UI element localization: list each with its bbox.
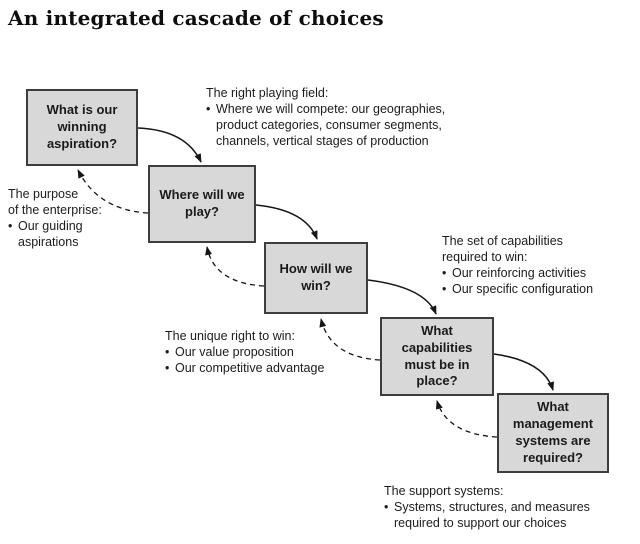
annotation-right-to-win-heading: The unique right to win: [165, 329, 295, 343]
annotation-right-to-win: The unique right to win: • Our value pro… [165, 328, 380, 376]
box-how-to-win: How will we win? [264, 242, 368, 314]
bullet-text: Where we will compete: our geographies, … [216, 102, 446, 148]
feedback-arrow-capabilities-to-how-icon [319, 318, 381, 361]
box-where-to-play: Where will we play? [148, 165, 256, 243]
bullet-item: • Our value proposition [165, 344, 380, 360]
box-where-to-play-label: Where will we play? [159, 187, 245, 219]
feedback-arrow-how-to-where-icon [205, 246, 265, 287]
annotation-support-systems-heading: The support systems: [384, 484, 504, 498]
box-capabilities: What capabilities must be in place? [380, 317, 494, 396]
annotation-playing-field-heading: The right playing field: [206, 86, 329, 100]
annotation-capabilities-set: The set of capabilities required to win:… [442, 233, 637, 297]
arrow-capabilities-to-systems-icon [493, 353, 554, 391]
bullet-icon: • [442, 282, 447, 296]
bullet-text: Our reinforcing activities [452, 266, 587, 280]
annotation-purpose: The purpose of the enterprise: • Our gui… [8, 186, 158, 250]
bullet-icon: • [165, 345, 170, 359]
box-winning-aspiration-label: What is our winning aspiration? [46, 102, 118, 151]
bullet-icon: • [442, 266, 447, 280]
bullet-item: • Our guiding aspirations [8, 218, 158, 250]
feedback-arrow-where-to-aspiration-icon [77, 169, 149, 214]
bullet-item: • Where we will compete: our geographies… [206, 101, 496, 149]
bullet-item: • Our competitive advantage [165, 360, 380, 376]
bullet-text: Systems, structures, and measures requir… [394, 500, 590, 530]
annotation-support-systems: The support systems: • Systems, structur… [384, 483, 634, 531]
bullet-text: Our competitive advantage [175, 361, 325, 375]
arrow-aspiration-to-where-icon [137, 127, 202, 163]
bullet-item: • Systems, structures, and measures requ… [384, 499, 634, 531]
box-management-systems: What management systems are required? [497, 393, 609, 473]
feedback-arrow-systems-to-capabilities-icon [435, 400, 498, 438]
arrow-where-to-how-icon [255, 204, 318, 240]
bullet-text: Our value proposition [175, 345, 294, 359]
bullet-text: Our specific configuration [452, 282, 594, 296]
bullet-icon: • [206, 102, 211, 116]
bullet-icon: • [384, 500, 389, 514]
box-winning-aspiration: What is our winning aspiration? [26, 89, 138, 166]
bullet-icon: • [165, 361, 170, 375]
bullet-item: • Our reinforcing activities [442, 265, 637, 281]
arrow-how-to-capabilities-icon [367, 279, 437, 315]
box-capabilities-label: What capabilities must be in place? [401, 322, 473, 389]
annotation-capabilities-set-heading: The set of capabilities required to win: [442, 234, 563, 264]
box-management-systems-label: What management systems are required? [512, 399, 594, 465]
bullet-item: • Our specific configuration [442, 281, 637, 297]
page-title: An integrated cascade of choices [8, 6, 384, 30]
annotation-purpose-heading: The purpose of the enterprise: [8, 187, 102, 217]
bullet-text: Our guiding aspirations [18, 219, 83, 249]
bullet-icon: • [8, 219, 13, 233]
annotation-playing-field: The right playing field: • Where we will… [206, 85, 496, 149]
box-how-to-win-label: How will we win? [279, 261, 353, 293]
